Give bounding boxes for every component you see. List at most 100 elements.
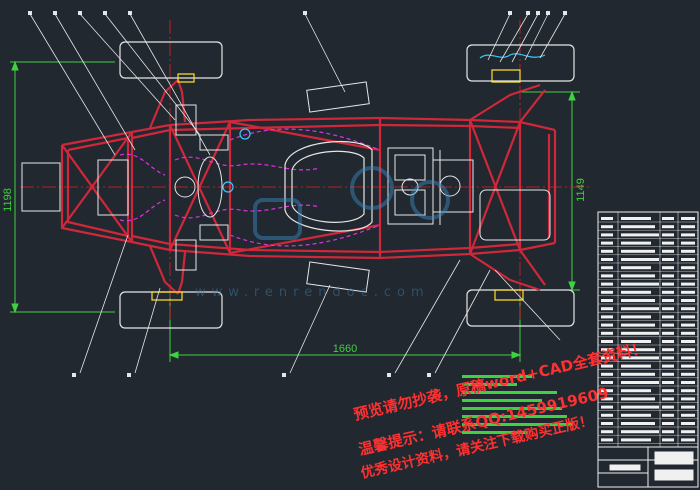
table-cell-text [601, 397, 613, 401]
table-cell-text [601, 241, 613, 245]
parts-list-rows [598, 217, 698, 444]
table-cell-text [662, 356, 674, 360]
table-cell-text [621, 405, 659, 409]
table-cell-text [681, 217, 695, 220]
table-cell-text [681, 389, 695, 393]
table-cell-text [662, 364, 674, 368]
table-cell-text [621, 299, 655, 302]
parts-list-table [597, 211, 699, 448]
table-cell-text [621, 323, 655, 327]
table-cell-text [601, 282, 613, 286]
table-cell-text [662, 225, 674, 229]
rear-track-dimension: 1149 [575, 178, 587, 202]
table-cell-text [621, 266, 651, 270]
table-cell-text [662, 282, 674, 286]
table-cell-text [621, 249, 655, 253]
table-cell-text [601, 217, 613, 220]
table-cell-text [621, 282, 659, 286]
table-cell-text [662, 397, 674, 401]
table-cell-text [621, 397, 655, 401]
table-cell-text [681, 233, 695, 237]
table-cell-text [621, 274, 655, 278]
wheelbase-dimension: 1660 [333, 343, 357, 355]
table-cell-text [621, 217, 651, 220]
dimension-lines [10, 60, 580, 362]
engine-assembly [387, 147, 551, 241]
table-cell-text [601, 266, 613, 270]
hydraulic-lines [119, 128, 381, 247]
table-cell-text [662, 266, 674, 270]
table-cell-text [662, 307, 674, 311]
table-cell-text [662, 299, 674, 302]
table-cell-text [681, 315, 695, 319]
table-cell-text [662, 405, 674, 409]
table-cell-text [681, 323, 695, 327]
table-cell-text [621, 389, 651, 393]
table-cell-text [621, 438, 651, 442]
table-cell-text [601, 389, 613, 393]
table-cell-text [662, 323, 674, 327]
table-cell-text [662, 381, 674, 384]
front-track-dimension: 1198 [2, 188, 14, 212]
table-cell-text [662, 217, 674, 220]
table-cell-text [601, 299, 613, 302]
table-cell-text [681, 225, 695, 229]
table-cell-text [681, 249, 695, 253]
technical-notes [462, 375, 572, 434]
table-cell-text [681, 422, 695, 425]
table-cell-text [681, 274, 695, 278]
table-cell-text [681, 299, 695, 302]
table-cell-text [662, 331, 674, 335]
table-cell-text [662, 430, 674, 434]
table-cell-text [681, 282, 695, 286]
table-cell-text [681, 307, 695, 311]
table-cell-text [601, 364, 613, 368]
table-cell-text [601, 307, 613, 311]
table-cell-text [662, 422, 674, 425]
table-cell-text [621, 233, 659, 237]
table-cell-text [601, 438, 613, 442]
table-cell-text [662, 249, 674, 253]
brand-logo-watermark [253, 166, 450, 240]
table-cell-text [621, 340, 651, 343]
table-cell-text [681, 331, 695, 335]
table-cell-text [601, 233, 613, 237]
table-cell-text [681, 241, 695, 245]
table-cell-text [601, 413, 613, 417]
table-cell-text [662, 274, 674, 278]
table-cell-text [621, 413, 651, 417]
table-cell-text [601, 290, 613, 294]
table-cell-text [662, 389, 674, 393]
table-cell-text [662, 340, 674, 343]
table-cell-text [662, 315, 674, 319]
table-cell-text [681, 413, 695, 417]
rear-hub-details [151, 53, 546, 301]
table-cell-text [601, 340, 613, 343]
table-cell-text [681, 340, 695, 343]
table-cell-text [601, 274, 613, 278]
table-cell-text [681, 290, 695, 294]
table-cell-text [662, 348, 674, 352]
table-cell-text [681, 438, 695, 442]
driver-seat [284, 140, 373, 232]
table-cell-text [601, 258, 613, 261]
table-cell-text [601, 356, 613, 360]
table-cell-text [601, 225, 613, 229]
table-cell-text [601, 405, 613, 409]
callout-markers [28, 11, 567, 377]
table-cell-text [601, 249, 613, 253]
table-cell-text [621, 225, 655, 229]
table-cell-text [681, 381, 695, 384]
table-cell-text [621, 331, 659, 335]
table-cell-text [621, 356, 659, 360]
table-cell-text [681, 266, 695, 270]
table-cell-text [681, 356, 695, 360]
callout-leaders [29, 13, 566, 374]
table-cell-text [621, 348, 655, 352]
table-cell-text [601, 372, 613, 376]
title-block [597, 446, 699, 488]
brand-url: www.renrendoc.com [195, 285, 430, 300]
table-cell-text [621, 422, 655, 425]
table-cell-text [662, 372, 674, 376]
